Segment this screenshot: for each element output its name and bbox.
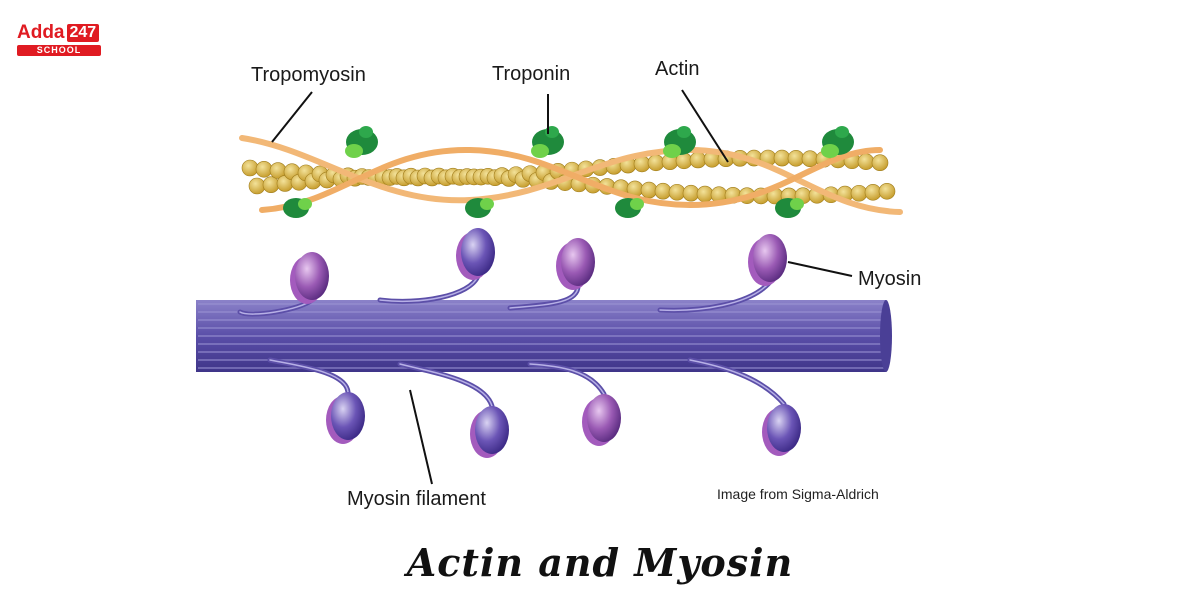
actin-bead [801, 150, 819, 168]
myosin-filament-end [880, 300, 892, 372]
adda247-logo: Adda 247 SCHOOL [17, 23, 101, 56]
actin-bead [864, 184, 882, 201]
myosin-filament-leader [409, 389, 433, 485]
actin-leader [681, 89, 729, 163]
troponin-complex [775, 198, 804, 218]
actin-bead [654, 182, 672, 200]
actin-bead [647, 154, 665, 172]
troponin-complex [283, 198, 312, 218]
actin-bead [689, 151, 707, 169]
myosin-molecule [507, 238, 595, 311]
label-tropomyosin: Tropomyosin [251, 64, 366, 86]
myosin-molecule [527, 361, 621, 446]
myosin-molecule [657, 234, 787, 313]
troponin-subunit [821, 144, 839, 158]
myosin-tail-highlight [689, 359, 785, 405]
diagram-caption: Actin and Myosin [406, 540, 794, 585]
myosin-filament [196, 300, 892, 372]
tropomyosin-leader [271, 91, 313, 143]
troponin-subunit [630, 198, 644, 210]
myosin-tail-highlight [659, 281, 771, 312]
myosin-molecule [377, 228, 495, 304]
actin-bead [241, 159, 259, 177]
troponin-subunit [480, 198, 494, 210]
myosin-molecule [397, 361, 509, 458]
myosin-tail-highlight [379, 275, 479, 303]
image-credit: Image from Sigma-Aldrich [717, 486, 879, 502]
tropomyosin-strand-1 [239, 135, 903, 215]
myosin-head [475, 406, 509, 454]
actin-bead [248, 177, 266, 195]
myosin-head [461, 228, 495, 276]
troponin-subunit [835, 126, 849, 138]
actin-bead [871, 154, 889, 172]
myosin-head [753, 234, 787, 282]
troponin-complex [821, 126, 854, 158]
myosin-tail-highlight [529, 363, 605, 395]
myosin-heads-upper [237, 228, 787, 317]
myosin-tail [377, 273, 481, 304]
actin-bead [262, 176, 280, 194]
label-actin: Actin [655, 58, 700, 80]
troponin-complex [345, 126, 378, 158]
tropomyosin-strand-2 [259, 146, 883, 213]
actin-bead [787, 150, 805, 167]
logo-sub: SCHOOL [17, 45, 101, 56]
troponin-subunit [790, 198, 804, 210]
actin-bead [640, 181, 658, 199]
label-troponin: Troponin [492, 63, 571, 85]
myosin-tail-highlight [399, 363, 493, 407]
myosin-molecule [267, 357, 365, 444]
actin-bead [773, 149, 791, 167]
myosin-molecule [237, 252, 329, 317]
logo-number: 247 [66, 24, 100, 42]
actin-bead [682, 184, 700, 202]
troponin-subunit [663, 144, 681, 158]
troponin-subunit [359, 126, 373, 138]
actin-bead [850, 184, 868, 202]
troponin-complex [465, 198, 494, 218]
myosin-tail-highlight [269, 359, 349, 393]
myosin-leader [787, 261, 853, 277]
actin-bead [857, 153, 875, 170]
myosin-head [561, 238, 595, 286]
myosin-heads-lower [267, 357, 801, 458]
troponin-subunit [531, 144, 549, 158]
myosin-head [331, 392, 365, 440]
leader-lines [271, 89, 853, 485]
actin-bead [878, 182, 896, 200]
myosin-molecule [687, 357, 801, 456]
myosin-head [587, 394, 621, 442]
troponin-subunit [298, 198, 312, 210]
troponin-subunit [345, 144, 363, 158]
label-myosin-filament: Myosin filament [347, 488, 486, 510]
actin-bead [696, 185, 714, 203]
label-myosin: Myosin [858, 268, 922, 290]
myosin-head [767, 404, 801, 452]
myosin-tail-highlight [509, 285, 579, 309]
troponin-subunit [677, 126, 691, 138]
actin-bead [668, 183, 686, 201]
troponin-complex [615, 198, 644, 218]
troponin-complex [531, 126, 564, 158]
logo-brand: Adda [17, 22, 65, 43]
actin-filament [239, 126, 903, 218]
troponin-complex [663, 126, 696, 158]
myosin-head [295, 252, 329, 300]
actin-bead [255, 160, 273, 178]
